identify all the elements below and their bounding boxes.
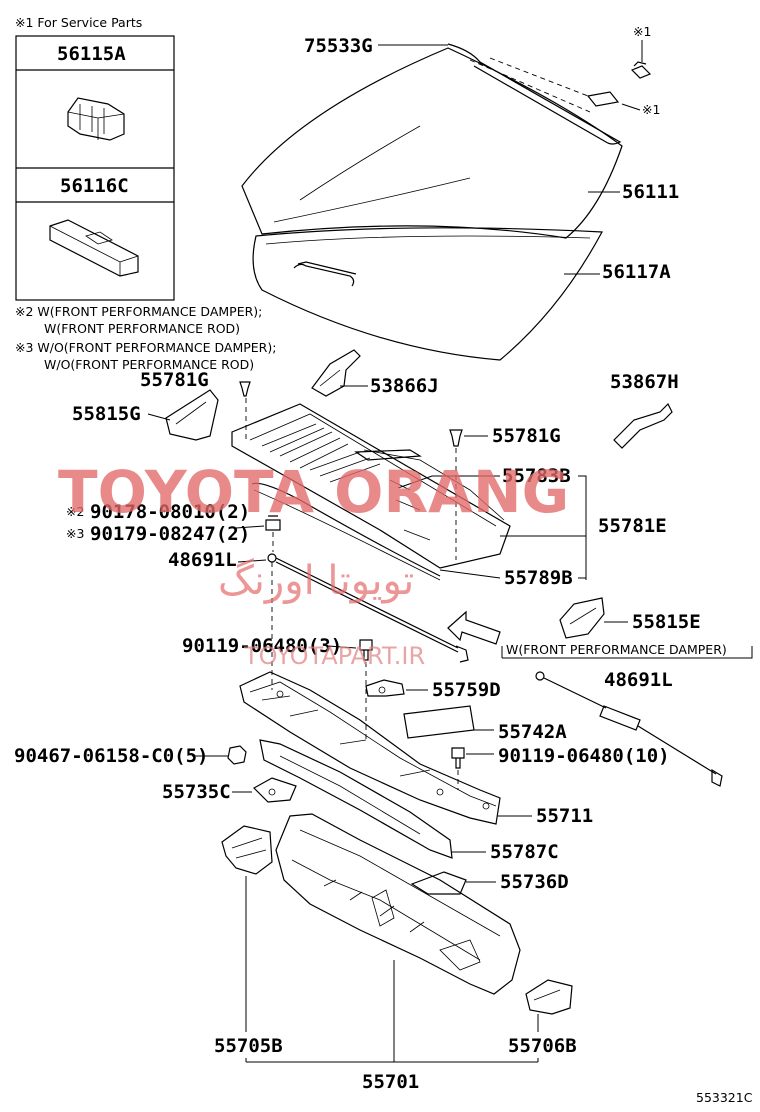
hood-seal-drawing	[251, 482, 441, 581]
clip-55781G-left-drawing	[239, 381, 251, 397]
part-label-55781G-right[interactable]: 55781G	[492, 425, 561, 447]
watermark-main: TOYOTA ORANG	[58, 458, 569, 526]
bracket-53866J-drawing	[311, 349, 361, 397]
bolt-90119-10-drawing	[451, 747, 465, 769]
part-label-55783B[interactable]: 55783B	[502, 465, 571, 487]
bracket-53867H-drawing	[613, 402, 673, 449]
clip-55781G-right-drawing	[449, 429, 463, 447]
part-label-55705B[interactable]: 55705B	[214, 1035, 283, 1057]
ref-mark-3: ※3	[66, 526, 84, 541]
part-label-55781E[interactable]: 55781E	[598, 515, 667, 537]
part-label-55735C[interactable]: 55735C	[162, 781, 231, 803]
cowl-louver-55781E-drawing	[231, 403, 511, 569]
part-label-90119-06480-3[interactable]: 90119-06480(3)	[182, 635, 342, 657]
part-label-53867H[interactable]: 53867H	[610, 371, 679, 393]
note2-line2: W(FRONT PERFORMANCE ROD)	[44, 321, 240, 336]
watermark-site: TOYOTAPART.IR	[243, 642, 425, 670]
service-parts-box: ※1 For Service Parts 56115A 56116C	[15, 15, 175, 301]
dash-panel-55701-drawing	[275, 813, 521, 995]
clip-90467-drawing	[227, 745, 247, 765]
bracket-55759D-drawing	[365, 679, 405, 697]
ref-mark-1-top: ※1	[633, 24, 651, 39]
bracket-55706B-drawing	[525, 979, 573, 1015]
ref-mark-1-side: ※1	[642, 102, 660, 117]
part-label-56111[interactable]: 56111	[622, 181, 679, 203]
cowl-panel-55711-drawing	[239, 671, 501, 825]
part-label-55815E[interactable]: 55815E	[632, 611, 701, 633]
part-label-56117A[interactable]: 56117A	[602, 261, 671, 283]
bolt-90119-3-drawing	[359, 639, 373, 661]
part-label-56115A[interactable]: 56115A	[57, 43, 126, 65]
damper-note: W(FRONT PERFORMANCE DAMPER)	[506, 642, 727, 657]
part-label-55701[interactable]: 55701	[362, 1071, 419, 1093]
note3-line2: W/O(FRONT PERFORMANCE ROD)	[44, 357, 254, 372]
part-label-90119-06480-10[interactable]: 90119-06480(10)	[498, 745, 670, 767]
clip-56115A-drawing	[67, 97, 125, 141]
note3-line1: ※3 W/O(FRONT PERFORMANCE DAMPER);	[15, 340, 276, 355]
part-label-55781G-left[interactable]: 55781G	[140, 369, 209, 391]
front-rod-48691L-left-drawing	[267, 553, 469, 663]
service-box-header: ※1 For Service Parts	[15, 15, 142, 30]
note2-line1: ※2 W(FRONT PERFORMANCE DAMPER);	[15, 304, 262, 319]
applicability-notes: ※2 W(FRONT PERFORMANCE DAMPER); W(FRONT …	[15, 304, 276, 372]
part-label-55706B[interactable]: 55706B	[508, 1035, 577, 1057]
part-label-90179-08247[interactable]: 90179-08247(2)	[90, 523, 250, 545]
part-label-48691L-left[interactable]: 48691L	[168, 549, 237, 571]
part-label-56116C[interactable]: 56116C	[60, 175, 129, 197]
grommet-drawing	[265, 515, 281, 531]
part-label-53866J[interactable]: 53866J	[370, 375, 439, 397]
part-label-90467-06158-C0[interactable]: 90467-06158-C0(5)	[14, 745, 208, 767]
side-cover-55815E-drawing	[559, 597, 605, 639]
part-label-55711[interactable]: 55711	[536, 805, 593, 827]
part-label-55742A[interactable]: 55742A	[498, 721, 567, 743]
part-label-55789B[interactable]: 55789B	[504, 567, 573, 589]
seal-56116C-drawing	[49, 219, 139, 277]
part-label-90178-08010[interactable]: 90178-08010(2)	[90, 501, 250, 523]
front-direction-arrow	[447, 610, 501, 645]
windshield-glass-drawing	[241, 40, 652, 361]
part-label-55815G[interactable]: 55815G	[72, 403, 141, 425]
cowl-inner-drawing	[259, 739, 453, 859]
pad-55742A-drawing	[403, 705, 475, 739]
watermark-persian: تویوتا اورنگ	[218, 558, 414, 604]
ref-mark-2: ※2	[66, 504, 84, 519]
part-label-55787C[interactable]: 55787C	[490, 841, 559, 863]
diagram-id: 553321C	[696, 1090, 753, 1105]
part-label-55759D[interactable]: 55759D	[432, 679, 501, 701]
part-label-75533G[interactable]: 75533G	[304, 35, 373, 57]
part-label-48691L-right[interactable]: 48691L	[604, 669, 673, 691]
bracket-55735C-drawing	[253, 777, 297, 803]
front-damper-48691L-right-drawing	[535, 671, 723, 787]
bracket-55736D-drawing	[410, 871, 467, 895]
part-label-55736D[interactable]: 55736D	[500, 871, 569, 893]
side-cover-55815G-drawing	[165, 389, 219, 441]
bracket-55705B-drawing	[221, 825, 273, 875]
